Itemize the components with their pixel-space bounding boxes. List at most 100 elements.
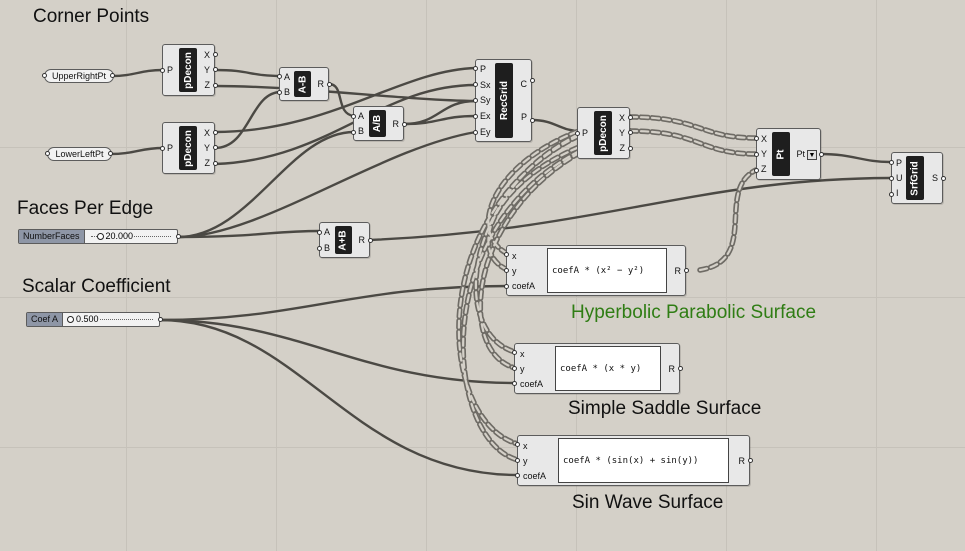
upper-right-point-param[interactable]: UpperRightPt: [44, 69, 114, 83]
input-pin[interactable]: [160, 146, 165, 151]
pdecon-grid-component[interactable]: P pDecon X Y Z: [577, 107, 630, 159]
divide-component[interactable]: A B A/B R: [353, 106, 404, 141]
input-pin[interactable]: [277, 90, 282, 95]
faces-slider[interactable]: NumberFaces 20.000: [18, 229, 178, 244]
output-pin[interactable]: [530, 118, 535, 123]
input-pin[interactable]: [575, 131, 580, 136]
port-label: B: [358, 126, 365, 137]
input-pin[interactable]: [754, 168, 759, 173]
component-name: SrfGrid: [906, 156, 924, 200]
input-pin[interactable]: [504, 284, 509, 289]
wire: [213, 66, 478, 134]
lower-left-point-param[interactable]: LowerLeftPt: [47, 147, 112, 161]
input-pin[interactable]: [504, 252, 509, 257]
input-pin[interactable]: [473, 82, 478, 87]
output-pin[interactable]: [628, 146, 633, 151]
input-pin[interactable]: [515, 442, 520, 447]
port-label: x: [512, 250, 517, 261]
wire: [213, 83, 478, 166]
input-pin[interactable]: [160, 68, 165, 73]
output-pin[interactable]: [213, 67, 218, 72]
input-pin[interactable]: [473, 114, 478, 119]
subtract-component[interactable]: A B A-B R: [279, 67, 329, 101]
output-pin[interactable]: [684, 268, 689, 273]
group-label-hyperbolic: Hyperbolic Parabolic Surface: [571, 302, 817, 323]
pdecon-top-component[interactable]: P pDecon X Y Z: [162, 44, 215, 96]
input-pin[interactable]: [473, 98, 478, 103]
expression-text[interactable]: coefA * (sin(x) + sin(y)): [558, 438, 729, 483]
chevron-down-icon[interactable]: ▼: [807, 150, 817, 160]
input-pin[interactable]: [889, 192, 894, 197]
output-pin[interactable]: [213, 161, 218, 166]
port-label: Y: [761, 148, 768, 159]
output-pin[interactable]: [678, 366, 683, 371]
output-pin[interactable]: [213, 52, 218, 57]
component-name: A-B: [294, 71, 311, 97]
input-pin[interactable]: [45, 151, 50, 156]
port-label: x: [520, 348, 525, 359]
output-ports: R: [669, 344, 676, 393]
hyperbolic-expression-component[interactable]: x y coefA coefA * (x² − y²) R: [506, 245, 686, 296]
pdecon-bottom-component[interactable]: P pDecon X Y Z: [162, 122, 215, 174]
wire: [627, 114, 759, 141]
output-pin[interactable]: [628, 115, 633, 120]
output-pin[interactable]: [213, 83, 218, 88]
group-label-corner-points: Corner Points: [33, 6, 150, 27]
slider-track[interactable]: 20.000: [85, 230, 177, 243]
input-pin[interactable]: [754, 152, 759, 157]
output-pin[interactable]: [213, 145, 218, 150]
slider-track[interactable]: 0.500: [63, 313, 159, 326]
input-ports: A B: [358, 108, 364, 139]
input-pin[interactable]: [351, 114, 356, 119]
input-pin[interactable]: [889, 176, 894, 181]
output-pin[interactable]: [368, 238, 373, 243]
input-pin[interactable]: [42, 73, 47, 78]
output-pin[interactable]: [819, 152, 824, 157]
output-pin[interactable]: [402, 122, 407, 127]
coef-slider[interactable]: Coef A 0.500: [26, 312, 160, 327]
input-pin[interactable]: [512, 350, 517, 355]
output-pin[interactable]: [628, 130, 633, 135]
output-pin[interactable]: [110, 73, 115, 78]
input-pin[interactable]: [512, 366, 517, 371]
input-pin[interactable]: [504, 268, 509, 273]
port-label: Y: [203, 142, 210, 153]
input-pin[interactable]: [515, 458, 520, 463]
add-component[interactable]: A B A+B R: [319, 222, 370, 258]
output-pin[interactable]: [158, 317, 163, 322]
input-pin[interactable]: [277, 74, 282, 79]
recgrid-component[interactable]: P Sx Sy Ex Ey RecGrid C P: [475, 59, 532, 142]
output-pin[interactable]: [748, 458, 753, 463]
input-pin[interactable]: [473, 130, 478, 135]
port-label: coefA: [520, 378, 544, 389]
input-pin[interactable]: [473, 66, 478, 71]
port-label: Z: [761, 164, 767, 175]
output-pin[interactable]: [176, 234, 181, 239]
input-pin[interactable]: [512, 381, 517, 386]
saddle-expression-component[interactable]: x y coefA coefA * (x * y) R: [514, 343, 680, 394]
output-pin[interactable]: [327, 82, 332, 87]
input-pin[interactable]: [317, 246, 322, 251]
output-ports: R: [739, 436, 746, 485]
wire: [697, 167, 759, 273]
input-pin[interactable]: [754, 136, 759, 141]
input-pin[interactable]: [889, 160, 894, 165]
sinwave-expression-component[interactable]: x y coefA coefA * (sin(x) + sin(y)) R: [517, 435, 750, 486]
port-label: R: [317, 79, 325, 89]
component-name: Pt: [772, 132, 790, 176]
input-pin[interactable]: [515, 473, 520, 478]
output-pin[interactable]: [213, 130, 218, 135]
expression-text[interactable]: coefA * (x * y): [555, 346, 661, 391]
output-pin[interactable]: [941, 176, 946, 181]
expression-text[interactable]: coefA * (x² − y²): [547, 248, 667, 293]
wire: [158, 318, 520, 477]
port-label: R: [358, 235, 366, 245]
input-pin[interactable]: [317, 230, 322, 235]
output-ports: X Y Z: [619, 110, 625, 156]
input-pin[interactable]: [351, 130, 356, 135]
output-ports: C P: [521, 68, 528, 133]
output-pin[interactable]: [108, 151, 113, 156]
pt-component[interactable]: X Y Z Pt Pt ▼: [756, 128, 821, 180]
srfgrid-component[interactable]: P U I SrfGrid S: [891, 152, 943, 204]
output-pin[interactable]: [530, 78, 535, 83]
